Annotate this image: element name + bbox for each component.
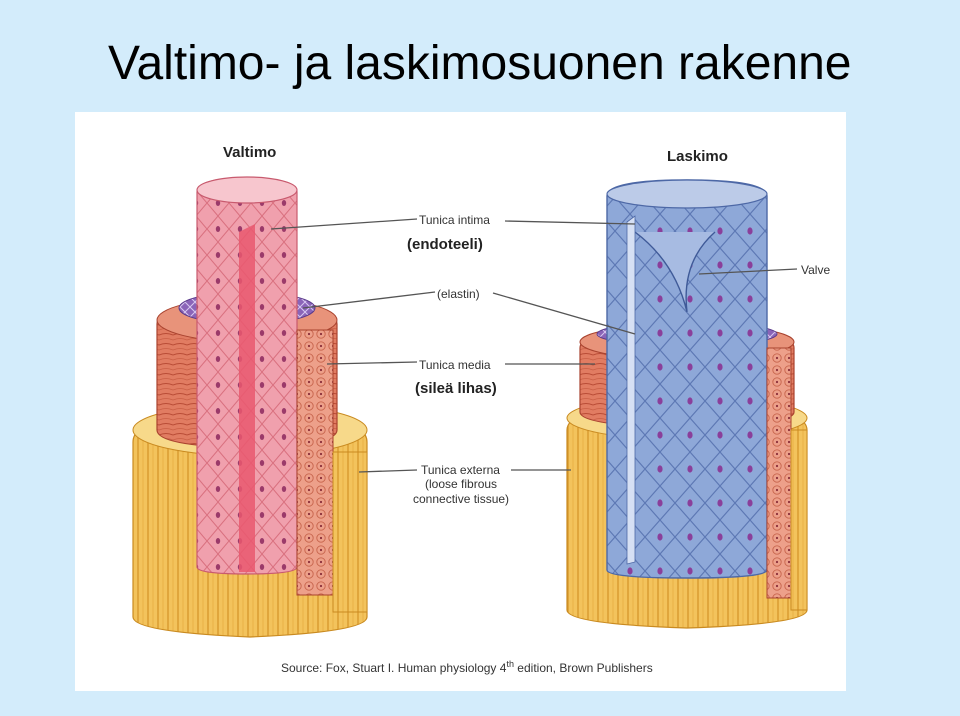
label-tunica-intima: Tunica intima xyxy=(419,213,490,227)
label-externa-desc-2: connective tissue) xyxy=(413,492,509,506)
label-endothelium: (endoteeli) xyxy=(407,236,483,253)
label-externa-desc-1: (loose fibrous xyxy=(425,477,497,491)
source-citation: Source: Fox, Stuart I. Human physiology … xyxy=(281,659,653,675)
label-tunica-media: Tunica media xyxy=(419,358,491,372)
artery-illustration xyxy=(132,176,368,638)
vessel-diagram: Valtimo Laskimo Tunica intima (endoteeli… xyxy=(75,112,846,691)
label-smooth-muscle: (sileä lihas) xyxy=(415,380,497,397)
vein-illustration xyxy=(566,179,808,629)
label-elastin: (elastin) xyxy=(437,287,480,301)
artery-label: Valtimo xyxy=(223,144,276,161)
label-tunica-externa: Tunica externa xyxy=(421,463,500,477)
slide-title: Valtimo- ja laskimosuonen rakenne xyxy=(108,37,852,90)
label-valve: Valve xyxy=(801,263,830,277)
vessel-illustration: Valtimo Laskimo Tunica intima (endoteeli… xyxy=(132,144,830,675)
vein-label: Laskimo xyxy=(667,148,728,165)
leader-lines xyxy=(270,218,798,473)
valve-icon xyxy=(634,231,716,313)
